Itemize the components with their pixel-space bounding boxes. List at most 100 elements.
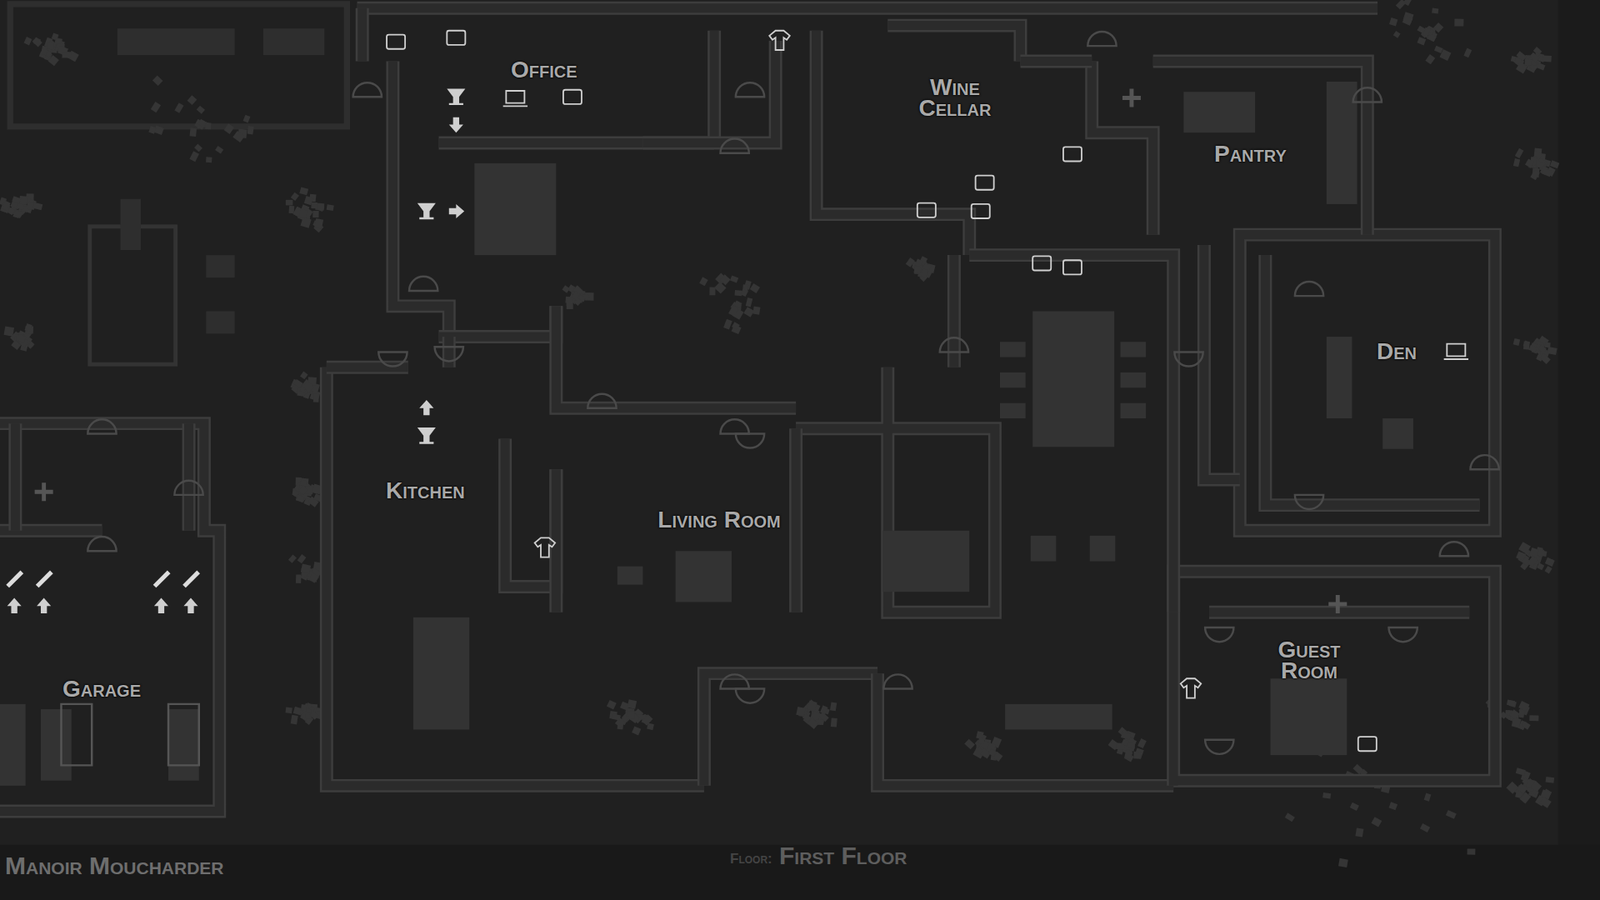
door-swing bbox=[87, 419, 116, 434]
bush-leaf bbox=[1120, 732, 1131, 740]
bush-leaf bbox=[641, 714, 653, 725]
bush-leaf bbox=[299, 186, 309, 195]
wall bbox=[816, 30, 970, 255]
bush-leaf bbox=[1529, 715, 1539, 721]
bush-leaf bbox=[11, 195, 21, 204]
ladder-icon bbox=[182, 570, 200, 588]
furniture bbox=[1120, 341, 1146, 357]
bush-leaf bbox=[988, 749, 997, 758]
wall-core bbox=[1265, 255, 1480, 505]
bush-leaf bbox=[326, 204, 335, 211]
stairs-arrow bbox=[449, 204, 465, 219]
ladder-icon bbox=[35, 570, 54, 588]
bush-leaf bbox=[964, 739, 975, 750]
bush-leaf bbox=[1445, 810, 1457, 820]
wall-core bbox=[0, 423, 220, 811]
bush-leaf bbox=[313, 393, 320, 402]
bush-leaf bbox=[1509, 709, 1520, 720]
wall-core bbox=[184, 423, 194, 531]
bush-leaf bbox=[1124, 749, 1133, 760]
bush-leaf bbox=[1120, 730, 1131, 740]
lounger bbox=[205, 255, 235, 278]
bush-leaf bbox=[285, 200, 294, 206]
wall bbox=[357, 1, 1378, 15]
bush-leaf bbox=[196, 105, 205, 115]
computer-icon bbox=[503, 90, 528, 106]
bush-leaf bbox=[714, 281, 726, 294]
bush-leaf bbox=[807, 700, 818, 711]
map-ground bbox=[0, 0, 1559, 845]
bush-leaf bbox=[566, 300, 574, 310]
bush-leaf bbox=[627, 699, 638, 709]
bush-leaf bbox=[571, 291, 580, 300]
bush-leaf bbox=[561, 285, 570, 293]
camera-icon bbox=[975, 175, 995, 190]
diving-board bbox=[120, 199, 140, 250]
wall-core bbox=[326, 362, 409, 372]
bush-leaf bbox=[187, 95, 198, 105]
bush-leaf bbox=[150, 101, 161, 113]
furniture bbox=[1270, 678, 1347, 755]
bush-leaf bbox=[194, 119, 206, 130]
light-icon bbox=[917, 203, 936, 218]
door-swing bbox=[1205, 740, 1234, 755]
bush-leaf bbox=[174, 102, 184, 113]
door-swing bbox=[1389, 627, 1418, 642]
furniture bbox=[675, 550, 732, 602]
wall-core bbox=[642, 40, 775, 143]
bush-leaf bbox=[1515, 791, 1523, 799]
door-swing bbox=[1353, 87, 1382, 102]
door-swing bbox=[735, 689, 765, 704]
wall-core bbox=[887, 25, 1020, 62]
bush-leaf bbox=[152, 75, 164, 86]
furniture bbox=[1000, 372, 1026, 388]
wall bbox=[355, 8, 370, 62]
bush-leaf bbox=[61, 51, 71, 59]
bush-leaf bbox=[288, 554, 297, 563]
wall bbox=[642, 40, 775, 143]
furniture bbox=[474, 163, 556, 255]
bush-leaf bbox=[16, 334, 26, 344]
bush-leaf bbox=[734, 300, 743, 309]
bush-leaf bbox=[740, 288, 748, 297]
furniture bbox=[1326, 336, 1353, 419]
bush-leaf bbox=[1545, 557, 1555, 567]
bush-leaf bbox=[297, 554, 307, 564]
bush-leaf bbox=[1550, 160, 1560, 169]
furniture bbox=[1005, 704, 1113, 730]
bush-leaf bbox=[1506, 700, 1515, 707]
bush-leaf bbox=[300, 371, 309, 380]
bush-leaf bbox=[299, 209, 308, 218]
bush-leaf bbox=[1540, 789, 1552, 800]
bush-leaf bbox=[1540, 796, 1552, 809]
bush-leaf bbox=[1433, 22, 1444, 33]
wall-core bbox=[1204, 245, 1240, 480]
bush-leaf bbox=[189, 150, 200, 162]
bush-leaf bbox=[1350, 802, 1360, 811]
bush-leaf bbox=[1524, 59, 1532, 66]
furniture bbox=[1000, 403, 1026, 419]
key-icon bbox=[1358, 736, 1377, 751]
wall bbox=[947, 255, 961, 368]
bush-leaf bbox=[1541, 167, 1553, 177]
door-swing bbox=[735, 82, 765, 97]
wall-core bbox=[949, 255, 959, 368]
bush-leaf bbox=[1511, 717, 1522, 729]
wall bbox=[0, 423, 220, 811]
wall bbox=[1265, 255, 1480, 505]
disguise-icon bbox=[769, 30, 790, 50]
bush-leaf bbox=[1393, 30, 1401, 39]
wall-core bbox=[816, 30, 970, 255]
bush-leaf bbox=[795, 706, 805, 717]
stairs-arrow bbox=[7, 598, 22, 614]
wall-core bbox=[1020, 56, 1092, 66]
bush-leaf bbox=[48, 55, 60, 66]
bush-leaf bbox=[1540, 353, 1551, 365]
bush-leaf bbox=[731, 321, 740, 330]
bush-leaf bbox=[1513, 158, 1520, 167]
stairs-arrow bbox=[36, 598, 51, 614]
door-swing bbox=[940, 337, 969, 352]
bush-leaf bbox=[1395, 0, 1406, 10]
door-swing bbox=[1440, 541, 1469, 556]
